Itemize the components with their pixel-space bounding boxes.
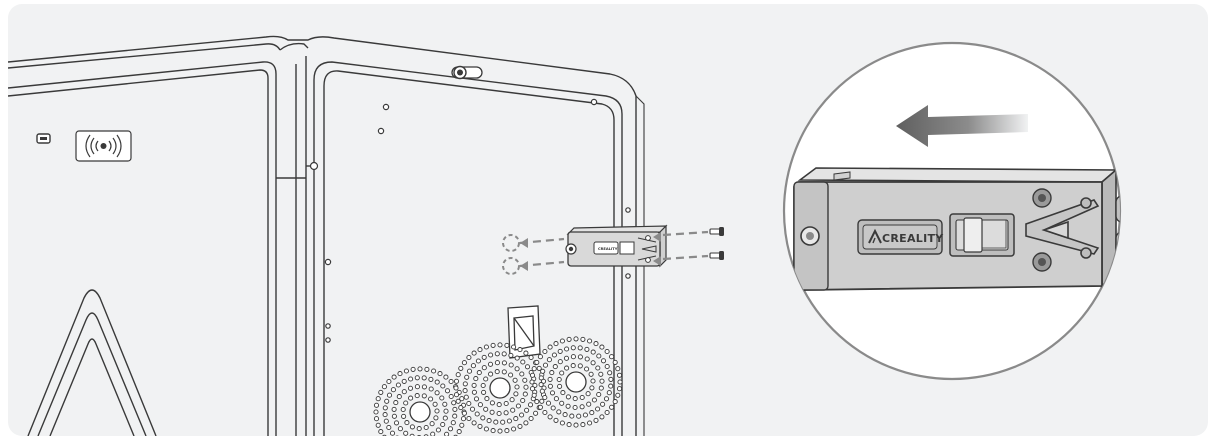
mounting-hole-guides (502, 234, 520, 275)
exhaust-fan (453, 342, 547, 434)
printer-enclosure (8, 35, 645, 436)
brand-label: CREALITY (882, 232, 944, 245)
assembly-diagram: CREALITY (8, 35, 1122, 436)
door-handle (309, 65, 483, 171)
small-brand-label: CREALITY (598, 247, 618, 251)
zoom-detail-circle: CREALITY (782, 41, 1122, 381)
exhaust-fan (529, 336, 623, 428)
dashed-arrowheads (520, 232, 661, 271)
creality-triangle-logo-icon (868, 228, 882, 244)
rfid-module-small: CREALITY (565, 224, 668, 268)
usb-port-icon (36, 133, 51, 144)
panel-screws (324, 98, 631, 343)
diagram-frame: CREALITY (8, 4, 1208, 436)
exhaust-fans (373, 336, 623, 436)
screw-icon (709, 227, 724, 260)
rear-vent-window (507, 305, 541, 359)
arrow-left-icon (896, 105, 1028, 147)
rfid-module-large: CREALITY (793, 167, 1120, 291)
nfc-wireless-icon (75, 130, 132, 162)
exhaust-fan (373, 366, 467, 436)
